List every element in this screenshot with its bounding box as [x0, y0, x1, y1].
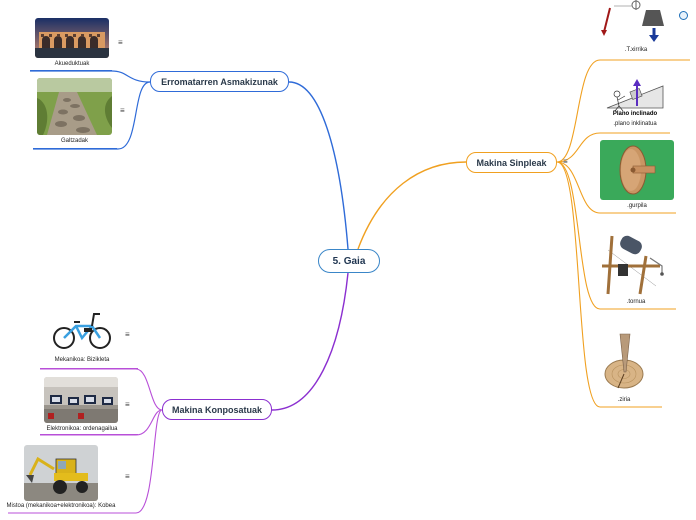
link-sinpleak-gurpila — [556, 161, 676, 214]
caption-galtzadak: Galtzadak — [60, 138, 88, 144]
link-center-konposatuak — [271, 272, 349, 411]
caption-kobea: Mistoa (mekanikoa+elektronikoa): Kobea — [6, 503, 116, 509]
item-underline — [40, 368, 138, 370]
caption-tornua: .tornua — [626, 299, 646, 305]
notes-menu-icon[interactable]: ≡ — [118, 38, 123, 47]
notes-menu-icon[interactable]: ≡ — [125, 472, 130, 481]
link-sinpleak-tornua — [556, 161, 676, 310]
topic-erromatarren-asmakizunak[interactable]: Erromatarren Asmakizunak — [150, 71, 289, 92]
wedge-in-log-image — [600, 330, 648, 394]
topic-makina-sinpleak[interactable]: Makina Sinpleak — [466, 152, 557, 173]
notes-menu-icon[interactable]: ≡ — [125, 400, 130, 409]
link-center-erromatarren — [288, 81, 349, 250]
link-konposatuak-kobea — [8, 409, 163, 514]
bicycle-image — [50, 304, 114, 354]
item-underline — [40, 434, 138, 436]
link-erromatarren-galtzadak — [33, 81, 151, 150]
caption-akueduktuak: Akueduktuak — [54, 61, 90, 67]
caption-plano-inklinatua: .plano inklinatua — [613, 121, 657, 127]
link-center-sinpleak — [357, 161, 467, 250]
link-erromatarren-akueduktuak — [30, 70, 151, 83]
caption-ziria: .ziria — [617, 397, 631, 403]
windlass-image — [600, 226, 672, 296]
collapse-toggle-icon[interactable] — [679, 11, 688, 20]
aqueduct-image — [35, 18, 109, 58]
topic-label: Makina Konposatuak — [171, 404, 263, 415]
caption-txirrika: .T.xirrika — [624, 47, 648, 53]
topic-label: Erromatarren Asmakizunak — [161, 76, 278, 87]
link-sinpleak-txirrika — [556, 59, 690, 163]
topic-label: Makina Sinpleak — [476, 157, 547, 168]
inclined-plane-image — [601, 66, 669, 118]
caption-bizikleta: Mekanikoa: Bizikleta — [54, 357, 110, 363]
plano-inclinado-label: Plano inclinado — [612, 111, 658, 117]
link-sinpleak-plano — [556, 132, 670, 163]
computer-room-image — [44, 377, 118, 423]
notes-menu-icon[interactable]: ≡ — [563, 157, 568, 166]
central-topic-label: 5. Gaia — [332, 255, 366, 267]
roman-road-image — [37, 78, 112, 135]
caption-gurpila: .gurpila — [627, 203, 647, 209]
item-underline — [30, 70, 112, 72]
topic-makina-konposatuak[interactable]: Makina Konposatuak — [162, 399, 272, 420]
notes-menu-icon[interactable]: ≡ — [120, 106, 125, 115]
wooden-wheel-image — [600, 140, 674, 200]
pulley-image — [600, 0, 672, 44]
caption-ordenagailua: Elektronikoa: ordenagailua — [46, 426, 118, 432]
item-underline — [33, 148, 117, 150]
link-sinpleak-ziria — [556, 161, 662, 408]
notes-menu-icon[interactable]: ≡ — [125, 330, 130, 339]
central-topic[interactable]: 5. Gaia — [318, 249, 380, 273]
backhoe-image — [24, 445, 98, 501]
